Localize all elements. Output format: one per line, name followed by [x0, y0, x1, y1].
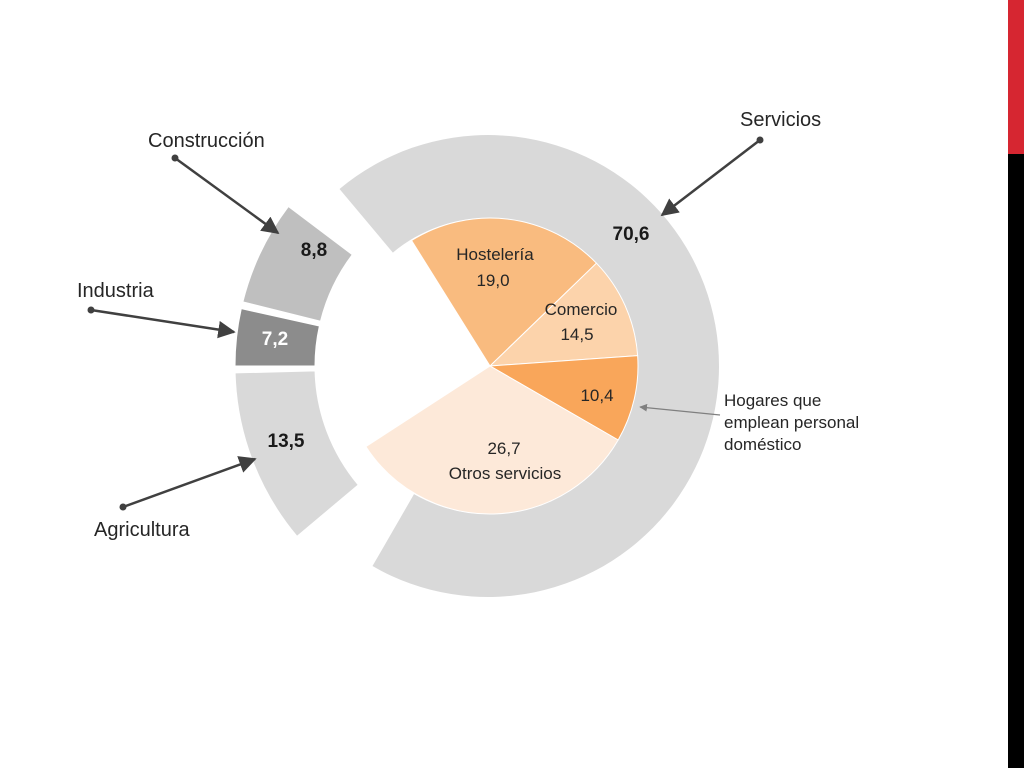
slice-value-comercio: 14,5: [560, 325, 593, 344]
category-label-industria: Industria: [77, 280, 155, 302]
callout-arrow-agricultura: [122, 456, 257, 509]
pie-slice-comercio: [488, 262, 639, 367]
slide-edge-red: [1008, 0, 1024, 154]
value-label-construccion: 8,8: [301, 240, 327, 261]
pie-slice-hogares: [488, 355, 639, 441]
slice-label-hosteleria: Hostelería: [456, 245, 534, 264]
pie-slice-otros-servicios: [365, 365, 619, 515]
hogares-label-line-2: emplean personal: [724, 413, 859, 432]
slice-value-hosteleria: 19,0: [476, 271, 509, 290]
slice-label-otros-servicios: Otros servicios: [449, 464, 561, 483]
value-label-agricultura: 13,5: [268, 431, 305, 452]
hogares-label-line-3: doméstico: [724, 435, 801, 454]
category-label-agricultura: Agricultura: [94, 519, 190, 541]
slide-edge-black: [1008, 154, 1024, 768]
value-label-industria: 7,2: [262, 329, 288, 350]
slice-label-comercio: Comercio: [545, 300, 618, 319]
pie-slice-hosteleria: [410, 217, 598, 367]
callout-arrow-construccion: [174, 156, 280, 235]
hogares-label-line-1: Hogares que: [724, 391, 821, 410]
ring-segment-construccion: [242, 205, 353, 322]
callout-arrows: [87, 136, 764, 511]
callout-arrow-industria: [90, 308, 236, 339]
ring-segment-servicios: [339, 135, 719, 598]
callout-arrow-hogares: [639, 403, 721, 416]
category-label-servicios: Servicios: [740, 109, 821, 131]
slice-value-otros-servicios: 26,7: [487, 439, 520, 458]
slice-value-hogares: 10,4: [580, 386, 613, 405]
value-label-servicios: 70,6: [613, 224, 650, 245]
category-label-construccion: Construcción: [148, 130, 265, 152]
ring-segment-industria: [234, 308, 320, 367]
ring-segment-agricultura: [234, 370, 359, 538]
callout-arrow-servicios: [660, 139, 761, 217]
